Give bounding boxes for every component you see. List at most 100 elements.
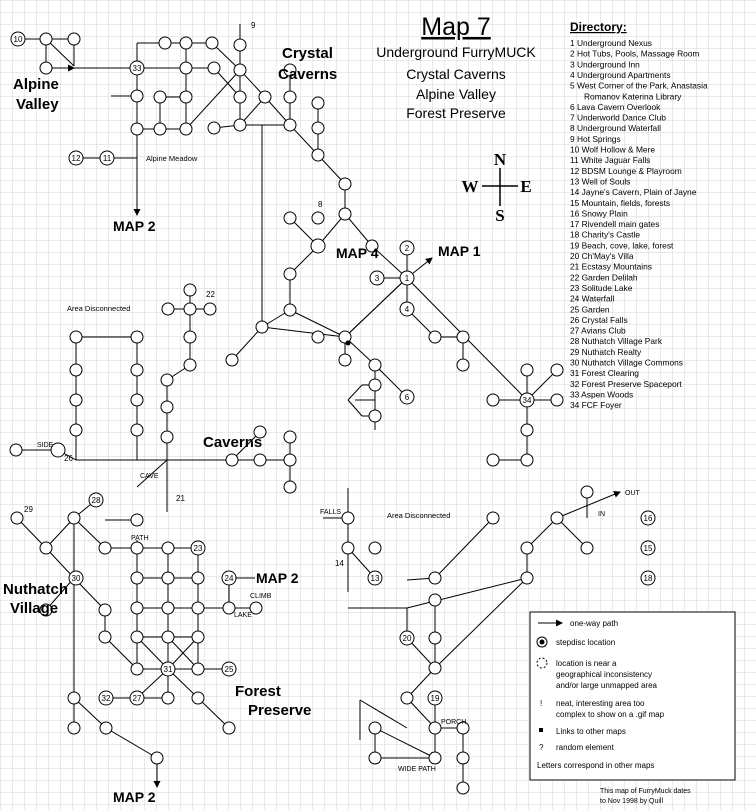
directory-item: 14 Jayne's Cavern, Plain of Jayne bbox=[570, 187, 697, 197]
directory-item: 20 Ch'May's Villa bbox=[570, 251, 634, 261]
directory-item: 32 Forest Preserve Spaceport bbox=[570, 379, 682, 389]
directory-item: 28 Nuthatch Village Park bbox=[570, 336, 663, 346]
node-29-label: 29 bbox=[24, 505, 33, 514]
node-20-label: 20 bbox=[403, 634, 412, 643]
directory-item: 18 Charity's Castle bbox=[570, 230, 640, 240]
directory-item: 11 White Jaguar Falls bbox=[570, 155, 650, 165]
region-labels: Crystal Caverns Alpine Valley Caverns Nu… bbox=[3, 45, 337, 719]
subtitle-line-2: Crystal Caverns bbox=[406, 66, 506, 82]
map-title: Map 7 bbox=[421, 13, 490, 41]
directory-item: 21 Ecstasy Mountains bbox=[570, 262, 652, 272]
map2-link-bottom[interactable]: MAP 2 bbox=[113, 789, 156, 805]
region-forest-line2: Preserve bbox=[248, 702, 311, 719]
node-33-label: 33 bbox=[133, 64, 142, 73]
directory-heading: Directory: bbox=[570, 20, 627, 34]
falls-label: FALLS bbox=[320, 509, 341, 516]
legend-inconsistency-3: and/or large unmapped area bbox=[556, 681, 658, 690]
node-11-label: 11 bbox=[103, 154, 112, 163]
map2-link-left[interactable]: MAP 2 bbox=[113, 218, 156, 234]
place-labels: Alpine Meadow Area Disconnected Area Dis… bbox=[37, 154, 641, 773]
compass-w: W bbox=[462, 177, 479, 196]
node-32-label: 32 bbox=[102, 694, 111, 703]
directory-item: 26 Crystal Falls bbox=[570, 315, 628, 325]
directory-item: 31 Forest Clearing bbox=[570, 368, 639, 378]
cave-label: CAVE bbox=[140, 473, 159, 480]
region-crystal-line2: Caverns bbox=[278, 66, 337, 83]
legend-bang-symbol: ! bbox=[540, 699, 542, 708]
directory-item: 34 FCF Foyer bbox=[570, 400, 622, 410]
directory-item: 17 Rivendell main gates bbox=[570, 219, 659, 229]
region-caverns: Caverns bbox=[203, 434, 262, 451]
directory-item: 22 Garden Delilah bbox=[570, 272, 638, 282]
legend-inconsistency-2: geographical inconsistency bbox=[556, 670, 652, 679]
node-12-label: 12 bbox=[72, 154, 81, 163]
node-13-label: 13 bbox=[371, 574, 380, 583]
node-19-label: 19 bbox=[431, 694, 440, 703]
node-27-label: 27 bbox=[133, 694, 142, 703]
node-21-label: 21 bbox=[176, 494, 185, 503]
compass-rose: N S W E bbox=[462, 150, 532, 225]
legend-one-way: one-way path bbox=[570, 619, 618, 628]
node-3-label: 3 bbox=[375, 274, 380, 283]
directory-item: 30 Nuthatch Village Commons bbox=[570, 358, 683, 368]
directory-item: 25 Garden bbox=[570, 304, 610, 314]
credit-line-1: This map of FurryMuck dates bbox=[600, 788, 691, 795]
directory-item: 23 Solitude Lake bbox=[570, 283, 633, 293]
stepdisc-marker bbox=[345, 340, 351, 346]
legend-links: Links to other maps bbox=[556, 727, 626, 736]
compass-e: E bbox=[520, 177, 531, 196]
node-26-label: 26 bbox=[64, 454, 73, 463]
subtitle-line-3: Alpine Valley bbox=[416, 86, 496, 102]
node-25-label: 25 bbox=[225, 665, 234, 674]
node-18-label: 18 bbox=[644, 574, 653, 583]
node-34-label: 34 bbox=[523, 396, 532, 405]
subtitle-line-4: Forest Preserve bbox=[406, 105, 506, 121]
map4-link[interactable]: MAP 4 bbox=[336, 245, 379, 261]
legend-neat-1: neat, interesting area too bbox=[556, 699, 645, 708]
node-31-label: 31 bbox=[164, 665, 173, 674]
legend-letters: Letters correspond in other maps bbox=[537, 761, 654, 770]
map1-link[interactable]: MAP 1 bbox=[438, 243, 481, 259]
wide-path-label: WIDE PATH bbox=[398, 766, 436, 773]
node-6-label: 6 bbox=[405, 393, 410, 402]
node-15-label: 15 bbox=[644, 544, 653, 553]
node-30-label: 30 bbox=[72, 574, 81, 583]
node-4-label: 4 bbox=[405, 305, 410, 314]
title-block: Map 7 Underground FurryMUCK Crystal Cave… bbox=[376, 13, 536, 121]
lake-label: LAKE bbox=[234, 612, 252, 619]
in-label: IN bbox=[598, 511, 605, 518]
map-nodes bbox=[9, 32, 594, 795]
node-24-label: 24 bbox=[225, 574, 234, 583]
legend-neat-2: complex to show on a .gif map bbox=[556, 710, 665, 719]
region-crystal-line1: Crystal bbox=[282, 45, 333, 62]
compass-s: S bbox=[495, 206, 504, 225]
directory-item: 19 Beach, cove, lake, forest bbox=[570, 240, 674, 250]
climb-label: CLIMB bbox=[250, 593, 272, 600]
directory-item: 8 Underground Waterfall bbox=[570, 123, 661, 133]
compass-n: N bbox=[494, 150, 507, 169]
node-labels: 1 2 3 4 6 8 9 10 11 12 13 14 15 16 18 19… bbox=[14, 21, 653, 703]
node-14-label: 14 bbox=[335, 559, 344, 568]
directory-item: 7 Underworld Dance Club bbox=[570, 113, 666, 123]
path-label: PATH bbox=[131, 535, 149, 542]
directory-item: 13 Well of Souls bbox=[570, 176, 630, 186]
node-1-label: 1 bbox=[405, 274, 410, 283]
region-forest-line1: Forest bbox=[235, 683, 281, 700]
porch-label: PORCH bbox=[441, 719, 466, 726]
area-disconnected-label-1: Area Disconnected bbox=[67, 304, 130, 313]
map2-link-center[interactable]: MAP 2 bbox=[256, 570, 299, 586]
legend-stepdisc: stepdisc location bbox=[556, 638, 615, 647]
node-2-label: 2 bbox=[405, 244, 410, 253]
area-disconnected-label-2: Area Disconnected bbox=[387, 511, 450, 520]
region-alpine-line1: Alpine bbox=[13, 76, 59, 93]
directory-item: 29 Nuthatch Realty bbox=[570, 347, 642, 357]
directory-item: 9 Hot Springs bbox=[570, 134, 621, 144]
region-nuthatch-line2: Village bbox=[10, 600, 58, 617]
node-8-label: 8 bbox=[318, 200, 323, 209]
directory-item: 15 Mountain, fields, forests bbox=[570, 198, 670, 208]
region-nuthatch-line1: Nuthatch bbox=[3, 581, 68, 598]
alpine-meadow-label: Alpine Meadow bbox=[146, 154, 198, 163]
directory-item: 16 Snowy Plain bbox=[570, 208, 628, 218]
